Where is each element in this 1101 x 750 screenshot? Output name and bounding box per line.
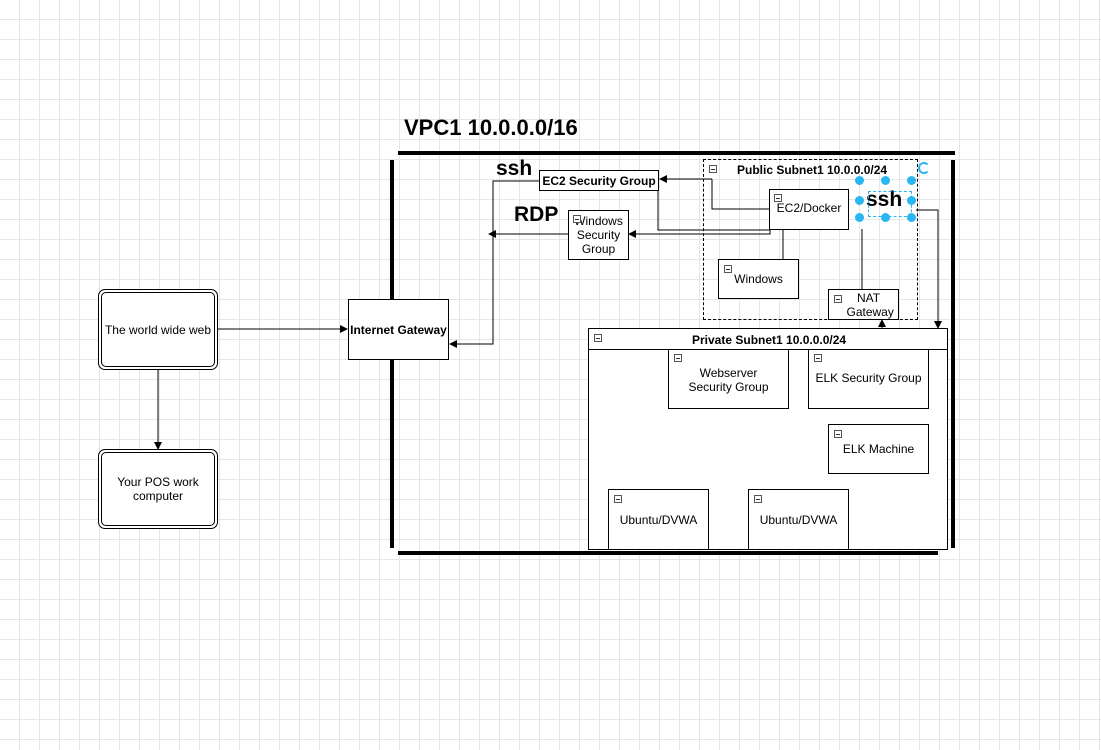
collapse-icon[interactable]	[573, 215, 581, 223]
collapse-icon[interactable]	[834, 295, 842, 303]
ubuntu-dvwa-node[interactable]: Ubuntu/DVWA	[748, 489, 849, 550]
ssh-label[interactable]: ssh	[496, 157, 533, 180]
vpc-title: VPC1 10.0.0.0/16	[404, 115, 578, 140]
elk-machine-label: ELK Machine	[842, 442, 915, 456]
resize-handle-icon[interactable]	[907, 213, 916, 222]
resize-handle-icon[interactable]	[907, 176, 916, 185]
webserver-security-group-label: Webserver Security Group	[688, 366, 769, 394]
edge-ec2-to-winsg-2	[657, 191, 770, 231]
vpc-frame	[390, 151, 955, 555]
public-subnet-container[interactable]: Public Subnet1 10.0.0.0/24	[703, 159, 918, 320]
ec2-security-group-node[interactable]: EC2 Security Group	[539, 170, 659, 191]
elk-security-group-label: ELK Security Group	[815, 371, 922, 385]
selection-box	[868, 191, 912, 217]
webserver-security-group-node[interactable]: Webserver Security Group	[668, 349, 789, 409]
windows-security-group-node[interactable]: Windows Security Group	[568, 210, 629, 260]
internet-gateway-node[interactable]: Internet Gateway	[348, 299, 449, 360]
edge-ec2-to-subnet	[711, 179, 769, 210]
world-wide-web-node[interactable]: The world wide web	[98, 289, 218, 370]
resize-handle-icon[interactable]	[881, 213, 890, 222]
nat-gateway-node[interactable]: NAT Gateway	[828, 289, 899, 320]
windows-security-group-label: Windows Security Group	[574, 214, 623, 256]
nat-gateway-label: NAT Gateway	[846, 290, 894, 319]
rotate-handle-icon[interactable]	[918, 162, 930, 174]
private-subnet-label: Private Subnet1 10.0.0.0/24	[692, 333, 847, 347]
edge-ssh-to-private	[916, 209, 942, 329]
collapse-icon[interactable]	[774, 194, 782, 202]
ubuntu-dvwa-node[interactable]: Ubuntu/DVWA	[608, 489, 709, 550]
ec2-docker-node[interactable]: EC2/Docker	[769, 189, 849, 230]
edge-ec2sg-to-gateway	[449, 180, 539, 348]
pos-computer-node[interactable]: Your POS work computer	[98, 449, 218, 529]
public-subnet-label: Public Subnet1 10.0.0.0/24	[737, 163, 888, 177]
resize-handle-icon[interactable]	[855, 176, 864, 185]
world-wide-web-label: The world wide web	[101, 292, 215, 367]
collapse-icon[interactable]	[614, 495, 622, 503]
pos-computer-label: Your POS work computer	[101, 452, 215, 526]
collapse-icon[interactable]	[754, 495, 762, 503]
resize-handle-icon[interactable]	[881, 176, 890, 185]
windows-label: Windows	[734, 272, 783, 286]
ubuntu-dvwa-label: Ubuntu/DVWA	[619, 512, 698, 527]
resize-handle-icon[interactable]	[907, 196, 916, 205]
windows-node[interactable]: Windows	[718, 259, 799, 299]
resize-handle-icon[interactable]	[855, 213, 864, 222]
rdp-label[interactable]: RDP	[514, 203, 559, 226]
ec2-docker-label: EC2/Docker	[776, 200, 842, 215]
ubuntu-dvwa-label: Ubuntu/DVWA	[759, 512, 838, 527]
collapse-icon[interactable]	[814, 354, 822, 362]
collapse-icon[interactable]	[594, 334, 602, 342]
collapse-icon[interactable]	[834, 430, 842, 438]
collapse-icon[interactable]	[674, 354, 682, 362]
ssh-selected-label[interactable]: ssh	[866, 188, 903, 211]
elk-machine-node[interactable]: ELK Machine	[828, 424, 929, 474]
elk-security-group-node[interactable]: ELK Security Group	[808, 349, 929, 409]
collapse-icon[interactable]	[709, 165, 717, 173]
resize-handle-icon[interactable]	[855, 196, 864, 205]
collapse-icon[interactable]	[724, 265, 732, 273]
